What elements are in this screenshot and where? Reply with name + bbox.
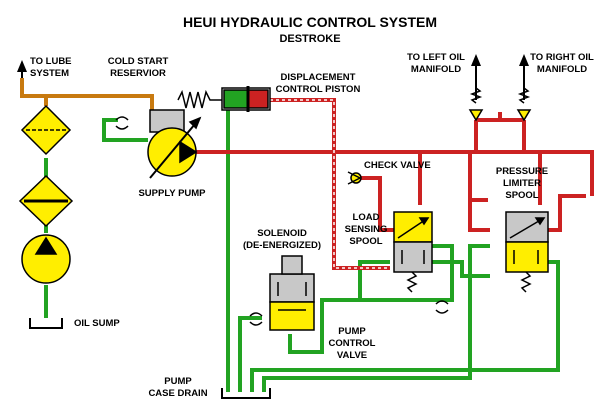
flow-arrows: [17, 54, 529, 100]
displacement-piston: [221, 86, 271, 112]
pump-control-valve: [249, 255, 315, 331]
label-displacement-1: DISPLACEMENT: [281, 72, 356, 83]
pump-case-drain: [221, 388, 271, 399]
cold-start-reservoir: [115, 109, 185, 133]
diagram-subtitle: DESTROKE: [279, 33, 340, 45]
lube-line: [20, 78, 154, 110]
label-pump-drain-2: CASE DRAIN: [148, 388, 207, 399]
orifice-symbols: [435, 300, 449, 314]
label-pump-drain-1: PUMP: [164, 376, 192, 387]
label-load-sensing-1: LOAD: [353, 212, 380, 223]
control-line: [270, 98, 390, 270]
label-pump-control-3: VALVE: [337, 350, 367, 361]
supply-pump: [147, 116, 202, 179]
label-cold-start-2: RESERVIOR: [110, 68, 166, 79]
labels: TO LUBE SYSTEM COLD START RESERVIOR DISP…: [30, 52, 594, 399]
arrow-up-icon: [519, 54, 529, 66]
pressure-limiter-spool: [505, 211, 549, 293]
pressure-lines: [196, 112, 594, 232]
check-valve: [347, 171, 362, 185]
label-solenoid-2: (DE-ENERGIZED): [243, 240, 321, 251]
oil-sump: [29, 318, 63, 329]
arrow-up-icon: [471, 54, 481, 66]
label-left-manifold-2: MANIFOLD: [411, 64, 461, 75]
label-check-valve: CHECK VALVE: [364, 160, 431, 171]
label-right-manifold-1: TO RIGHT OIL: [530, 52, 594, 63]
label-solenoid-1: SOLENOID: [257, 228, 307, 239]
diagram-title: HEUI HYDRAULIC CONTROL SYSTEM: [183, 14, 437, 30]
label-load-sensing-2: SENSING: [345, 224, 388, 235]
label-to-lube-2: SYSTEM: [30, 68, 69, 79]
load-sensing-spool: [393, 211, 433, 293]
arrow-up-icon: [17, 60, 27, 72]
label-pump-control-1: PUMP: [338, 326, 366, 337]
manifold-springs: [468, 87, 532, 122]
label-supply-pump: SUPPLY PUMP: [138, 188, 206, 199]
label-displacement-2: CONTROL PISTON: [276, 84, 361, 95]
label-right-manifold-2: MANIFOLD: [537, 64, 587, 75]
label-pump-control-2: CONTROL: [329, 338, 376, 349]
left-components: [18, 104, 74, 284]
label-load-sensing-3: SPOOL: [349, 236, 382, 247]
label-cold-start-1: COLD START: [108, 56, 169, 67]
oil-pump-icon: [21, 234, 71, 284]
label-left-manifold-1: TO LEFT OIL: [407, 52, 465, 63]
label-oil-sump: OIL SUMP: [74, 318, 120, 329]
label-pressure-limiter-1: PRESSURE: [496, 166, 548, 177]
label-pressure-limiter-2: LIMITER: [503, 178, 541, 189]
label-to-lube-1: TO LUBE: [30, 56, 72, 67]
piston-spring: [177, 89, 222, 109]
label-pressure-limiter-3: SPOOL: [505, 190, 538, 201]
